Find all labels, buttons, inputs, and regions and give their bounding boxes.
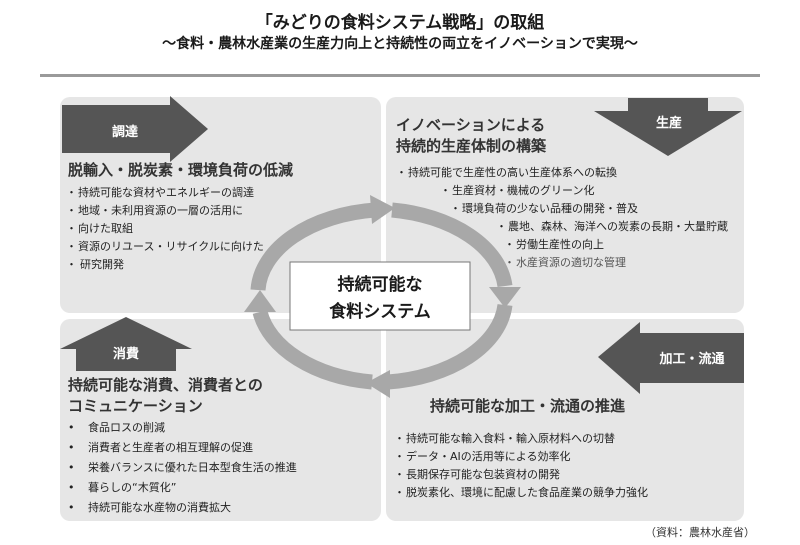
list-item: 暮らしの“木質化” xyxy=(64,478,297,498)
list-item: 農地、森林、海洋への炭素の長期・大量貯蔵 xyxy=(496,218,736,236)
consumption-heading-line1: 持続可能な消費、消費者との xyxy=(68,376,263,394)
production-tag: 生産 xyxy=(655,116,682,131)
list-item-continuation: 研究開発 xyxy=(66,256,264,274)
list-item: 労働生産性の向上 xyxy=(504,236,736,254)
center-label: 持続可能な 食料システム xyxy=(280,272,480,326)
list-item: 資源のリユース・リサイクルに向けた xyxy=(66,238,264,256)
procurement-list: 持続可能な資材やエネルギーの調達 地域・未利用資源の一層の活用に 向けた取組 資… xyxy=(66,184,264,274)
procurement-arrow xyxy=(62,96,208,162)
list-item: 環境負荷の少ない品種の開発・普及 xyxy=(450,200,736,218)
list-item: 持続可能な資材やエネルギーの調達 xyxy=(66,184,264,202)
consumption-tag: 消費 xyxy=(112,347,139,362)
consumption-heading: 持続可能な消費、消費者との コミュニケーション xyxy=(68,375,263,417)
production-heading: イノベーションによる 持続的生産体制の構築 xyxy=(396,115,546,157)
list-item: 地域・未利用資源の一層の活用に xyxy=(66,202,264,220)
center-label-line1: 持続可能な xyxy=(337,275,423,295)
cycle-arrowhead-left xyxy=(244,290,276,312)
cycle-arrowheads xyxy=(244,195,521,398)
cycle-arrowhead-top xyxy=(370,195,395,224)
center-box xyxy=(289,261,471,331)
production-heading-line1: イノベーションによる xyxy=(396,116,546,134)
list-item: 消費者と生産者の相互理解の促進 xyxy=(64,438,297,458)
cycle-arrowhead-right xyxy=(489,287,521,308)
processing-arrow xyxy=(598,322,744,394)
list-item: 栄養バランスに優れた日本型食生活の推進 xyxy=(64,458,297,478)
processing-heading: 持続可能な加工・流通の推進 xyxy=(430,397,626,415)
production-heading-line2: 持続的生産体制の構築 xyxy=(396,137,547,155)
title-divider xyxy=(40,74,760,77)
cycle-arrowhead-bottom xyxy=(366,370,390,398)
procurement-tag: 調達 xyxy=(111,125,138,140)
list-item: 向けた取組 xyxy=(66,220,264,238)
list-item: データ・AIの活用等による効率化 xyxy=(394,448,648,466)
center-label-line2: 食料システム xyxy=(329,302,431,322)
list-item: 食品ロスの削減 xyxy=(64,418,297,438)
page-subtitle: ～食料・農林水産業の生産力向上と持続性の両立をイノベーションで実現～ xyxy=(162,36,638,52)
cycle-ring xyxy=(250,202,513,390)
consumption-heading-line2: コミュニケーション xyxy=(68,397,203,415)
page-title: 「みどりの食料システム戦略」の取組 xyxy=(255,13,545,33)
list-item: 長期保存可能な包装資材の開発 xyxy=(394,466,648,484)
processing-list: 持続可能な輸入食料・輸入原材料への切替 データ・AIの活用等による効率化 長期保… xyxy=(394,430,648,502)
production-arrow xyxy=(594,98,742,156)
consumption-list: 食品ロスの削減 消費者と生産者の相互理解の促進 栄養バランスに優れた日本型食生活… xyxy=(64,418,297,518)
list-item: 水産資源の適切な管理 xyxy=(504,254,736,272)
source-footnote: （資料：農林水産省） xyxy=(645,526,755,539)
production-list: 持続可能で生産性の高い生産体系への転換 生産資材・機械のグリーン化 環境負荷の少… xyxy=(396,164,736,272)
list-item: 持続可能で生産性の高い生産体系への転換 xyxy=(396,164,736,182)
processing-tag: 加工・流通 xyxy=(659,352,725,367)
consumption-arrow-shape xyxy=(60,317,192,371)
list-item: 生産資材・機械のグリーン化 xyxy=(440,182,736,200)
list-item: 持続可能な水産物の消費拡大 xyxy=(64,498,297,518)
procurement-heading: 脱輸入・脱炭素・環境負荷の低減 xyxy=(68,161,294,179)
list-item: 脱炭素化、環境に配慮した食品産業の競争力強化 xyxy=(394,484,648,502)
list-item: 持続可能な輸入食料・輸入原材料への切替 xyxy=(394,430,648,448)
